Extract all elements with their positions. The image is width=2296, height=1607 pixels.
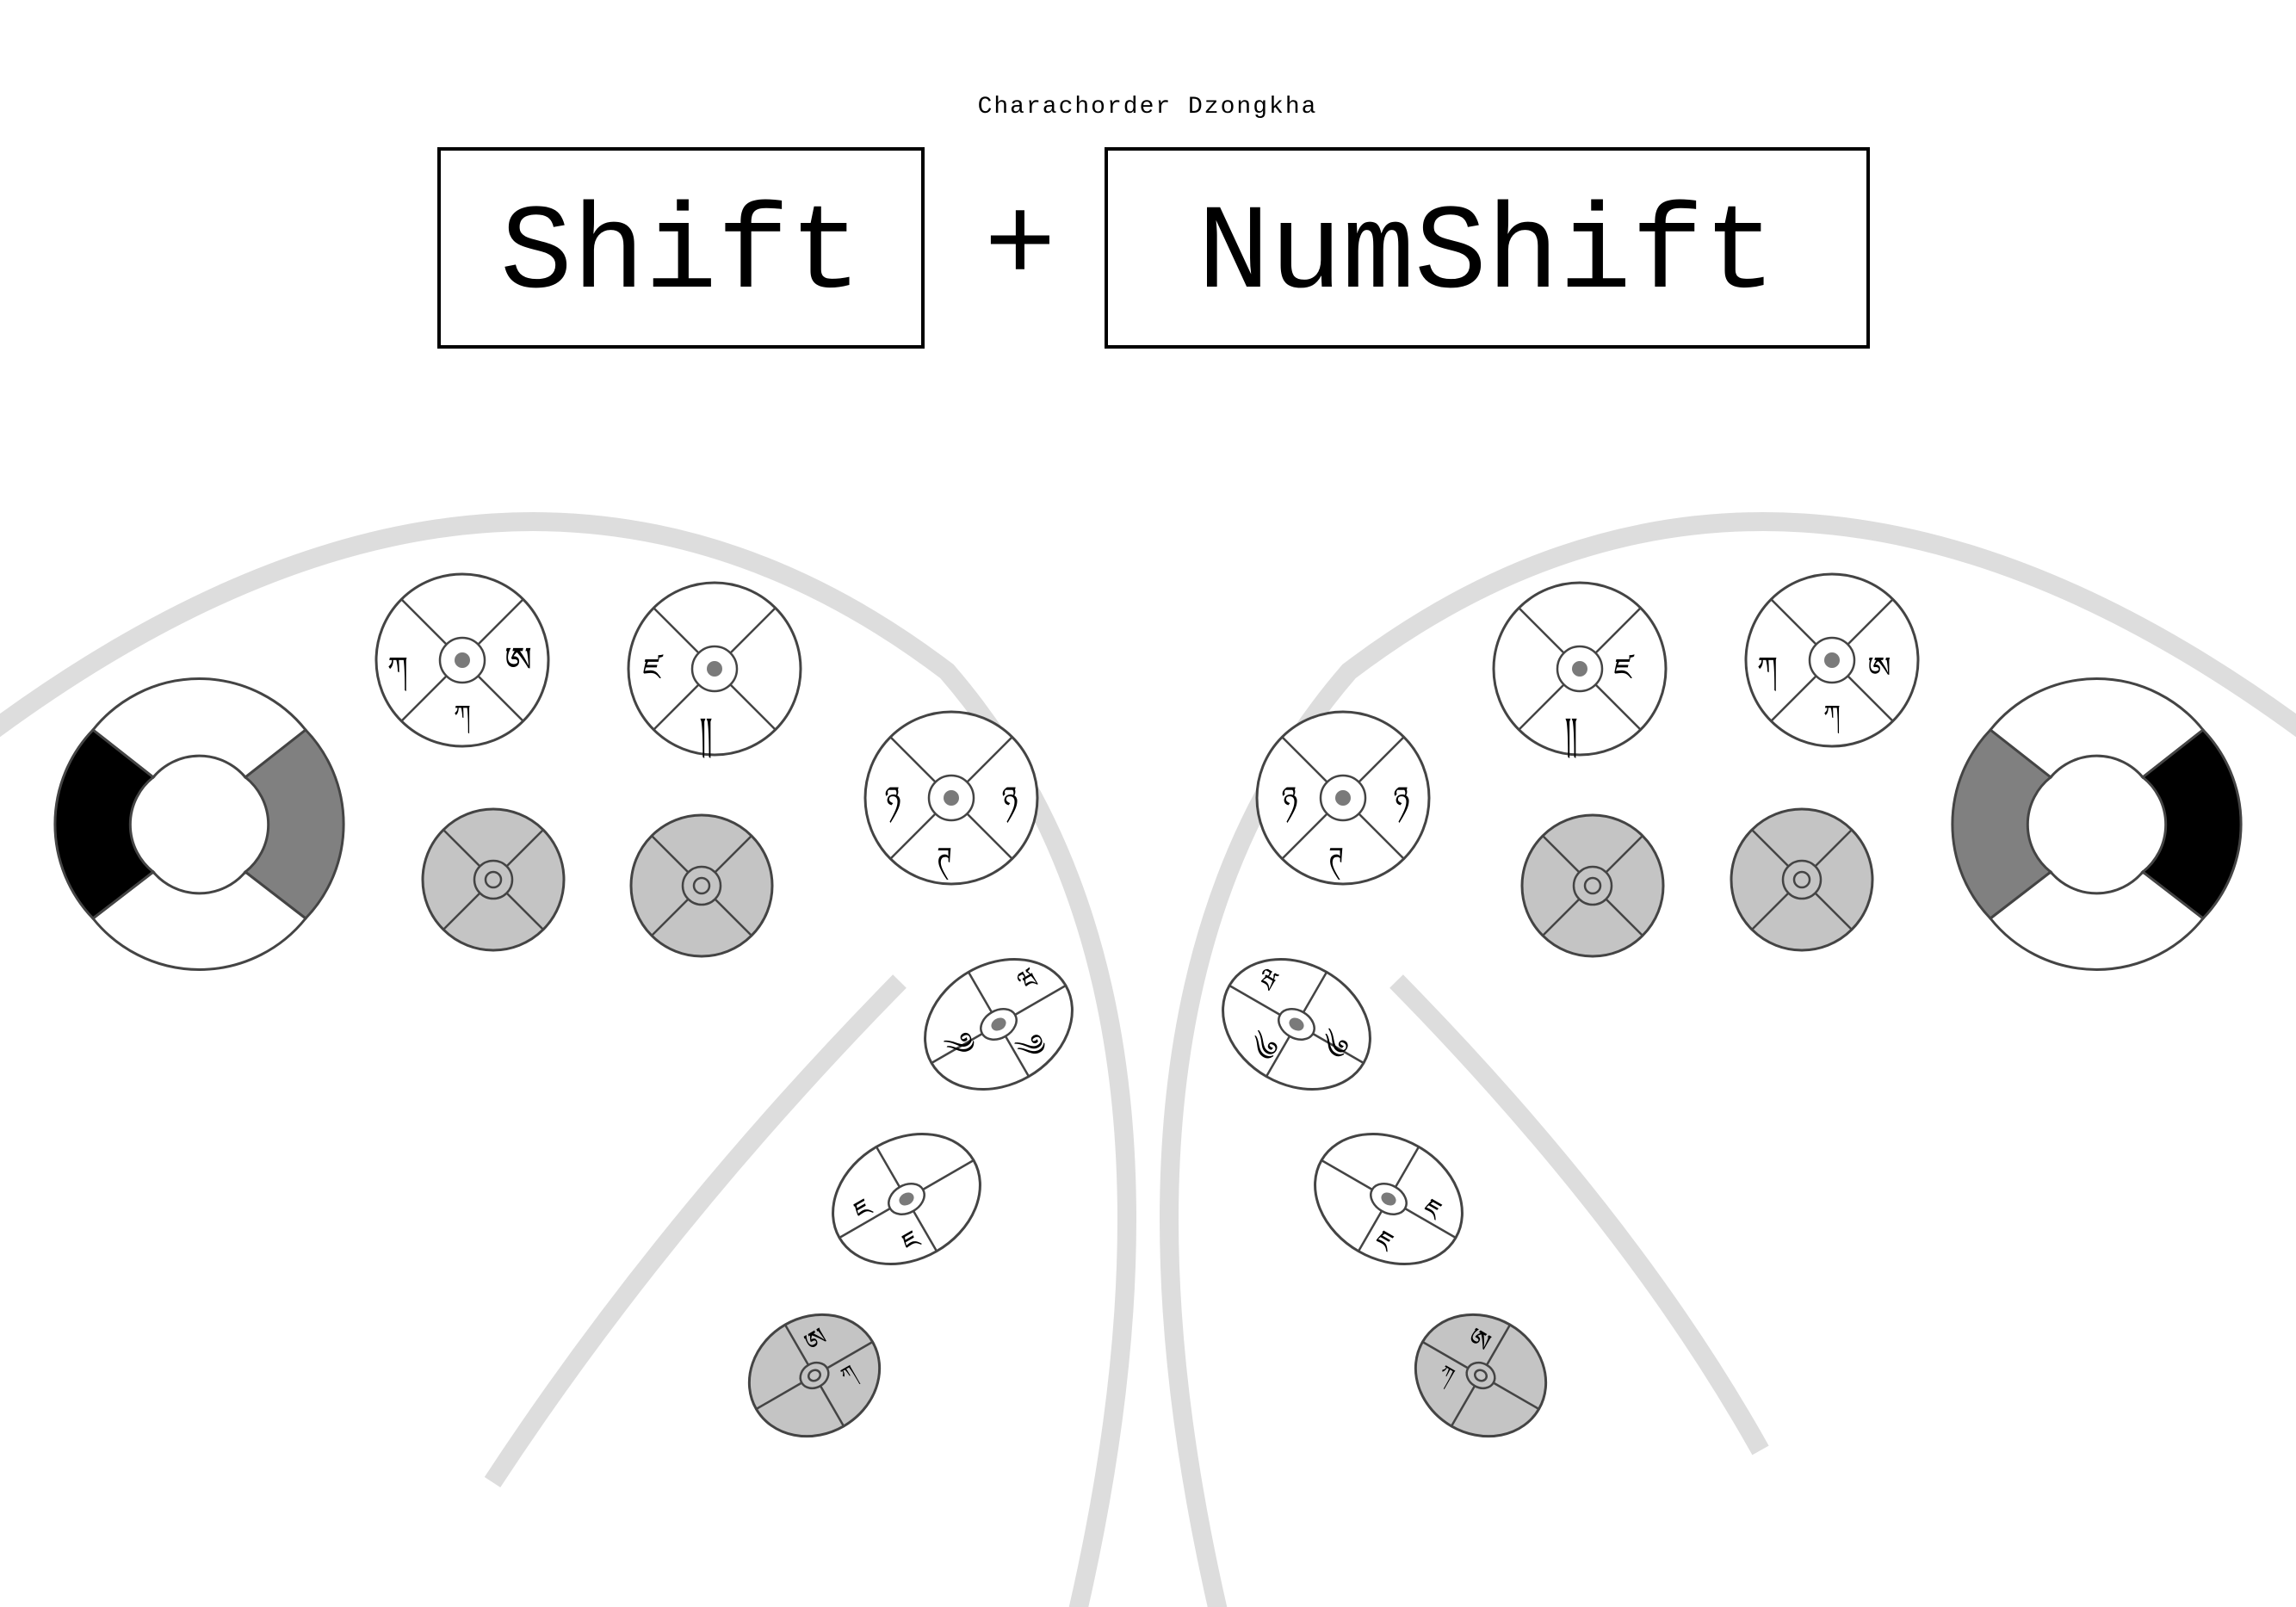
- left-key-6[interactable]: ཝ ༄ ༄: [901, 933, 1096, 1115]
- right-key-7[interactable]: ཇ ཇ: [1291, 1108, 1486, 1289]
- left-ring-right[interactable]: [243, 727, 345, 921]
- right-key-2[interactable]: ཀ ཨ ཀ: [1744, 572, 1920, 748]
- right-thumb-arc: [1389, 974, 1769, 1456]
- left-key-1[interactable]: ཀ ཨ ཀ: [374, 572, 550, 748]
- tibetan-glyph: ཛ: [1614, 652, 1635, 687]
- tibetan-glyph: ཉ: [1281, 781, 1297, 823]
- hand-arcs: [0, 512, 2296, 1607]
- right-key-4[interactable]: [1520, 813, 1665, 958]
- tibetan-glyph: ཀ: [454, 700, 471, 734]
- tibetan-glyph: ཊ: [937, 841, 952, 881]
- tibetan-glyph: ༎: [1564, 711, 1578, 758]
- shift-key-label: Shift: [500, 187, 862, 324]
- right-ring-bottom: [1988, 869, 2206, 971]
- plus-sign: +: [984, 180, 1056, 317]
- numshift-key-label: NumShift: [1198, 187, 1776, 324]
- tibetan-glyph: ཀ: [1823, 700, 1841, 734]
- tibetan-glyph: ༎: [699, 711, 713, 758]
- right-key-5[interactable]: [1730, 807, 1874, 952]
- left-ring-left[interactable]: [53, 727, 156, 921]
- right-key-6[interactable]: ཝ ༄ ༄: [1199, 933, 1394, 1115]
- right-ring-top: [1988, 677, 2206, 780]
- left-key-2[interactable]: ཛ ༎: [627, 581, 802, 758]
- left-key-5[interactable]: [629, 813, 774, 958]
- tibetan-glyph: ཉ: [1393, 781, 1409, 823]
- tibetan-glyph: ཉ: [884, 781, 900, 823]
- left-key-3[interactable]: ཉ ཉ ཊ: [863, 710, 1039, 886]
- tibetan-glyph: ཊ: [1328, 841, 1344, 881]
- right-ring-left[interactable]: [1951, 727, 2053, 921]
- left-ring-bottom: [90, 869, 308, 971]
- right-thumb-ring: [1951, 677, 2243, 971]
- tibetan-glyph: ཉ: [1001, 781, 1018, 823]
- right-key-8[interactable]: ཨ ཀ: [1393, 1291, 1568, 1460]
- left-thumb-ring: [53, 677, 345, 971]
- right-hand-arc: [1160, 512, 2296, 1607]
- left-thumb-arc: [484, 974, 907, 1488]
- left-hand-arc: [0, 512, 1136, 1607]
- tibetan-glyph: ཨ: [504, 640, 532, 680]
- tibetan-glyph: ཀ: [387, 651, 408, 692]
- tibetan-glyph: ཛ: [643, 652, 664, 687]
- right-key-1[interactable]: ཛ ༎: [1492, 581, 1668, 758]
- tibetan-glyph: ཀ: [1757, 651, 1778, 692]
- left-ring-top: [90, 677, 308, 780]
- left-key-4[interactable]: [421, 807, 566, 952]
- left-key-8[interactable]: ཨ ཀ: [727, 1291, 901, 1460]
- tibetan-glyph: ཨ: [1867, 651, 1891, 685]
- diagram-subtitle: Charachorder Dzongkha: [978, 94, 1318, 121]
- numshift-key-box: [1105, 147, 1870, 349]
- right-ring-right[interactable]: [2140, 727, 2243, 921]
- shift-key-box: [437, 147, 925, 349]
- right-key-3[interactable]: ཉ ཉ ཊ: [1255, 710, 1431, 886]
- left-key-7[interactable]: ཇ ཇ: [809, 1108, 1004, 1289]
